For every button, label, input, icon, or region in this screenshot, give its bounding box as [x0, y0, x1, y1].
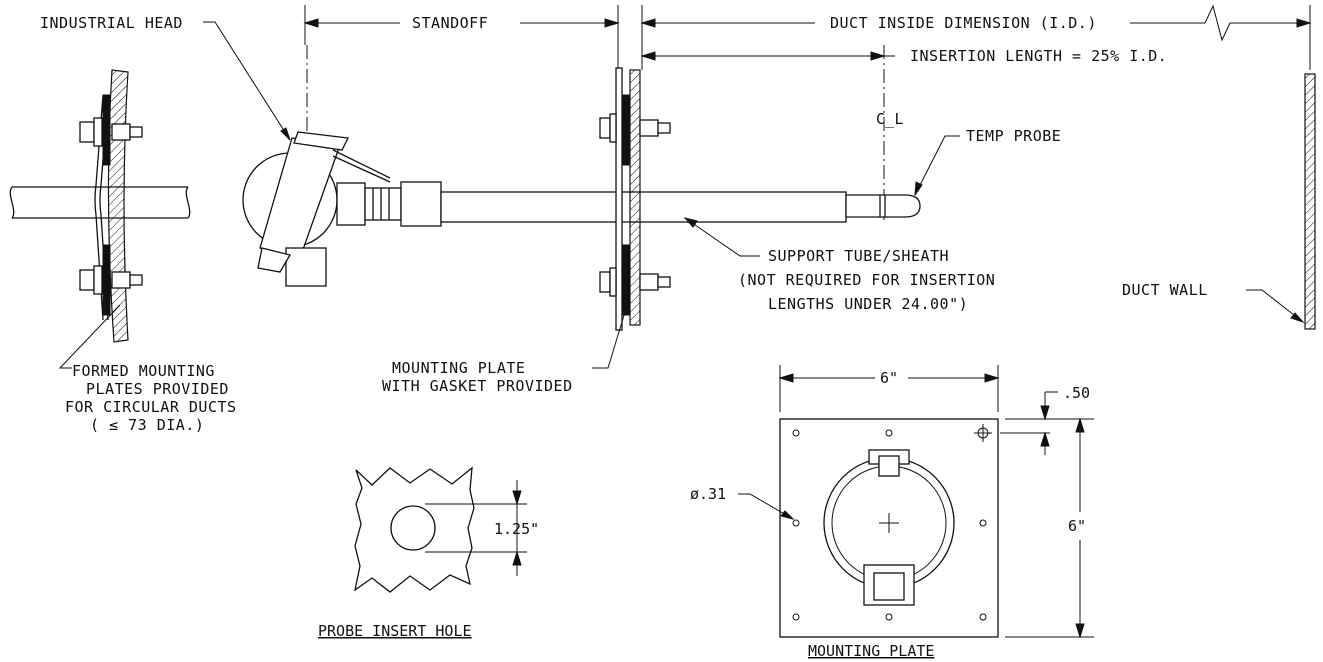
- svg-text:LENGTHS UNDER 24.00"): LENGTHS UNDER 24.00"): [768, 295, 968, 313]
- duct-id-dimension: DUCT INSIDE DIMENSION (I.D.): [640, 4, 1312, 70]
- far-duct-wall: [1304, 73, 1316, 330]
- offset-dimension: .50: [1000, 384, 1090, 455]
- svg-text:WITH GASKET PROVIDED: WITH GASKET PROVIDED: [382, 377, 573, 395]
- duct-wall-leader: [1246, 289, 1304, 323]
- plate-height-label: 6": [1068, 517, 1086, 535]
- mounting-plate-leader: [592, 311, 626, 369]
- svg-text:FORMED MOUNTING: FORMED MOUNTING: [72, 362, 215, 380]
- plate-width-label: 6": [880, 369, 898, 387]
- side-mounting-plate: [599, 67, 671, 331]
- svg-text:MOUNTING PLATE: MOUNTING PLATE: [392, 359, 525, 377]
- support-tube-label: SUPPORT TUBE/SHEATH (NOT REQUIRED FOR IN…: [738, 247, 995, 313]
- support-tube-leader: [684, 217, 760, 257]
- probe-insert-hole: 1.25": [354, 466, 539, 593]
- plate-width-dimension: 6": [778, 365, 1000, 412]
- centerline-mark: C̲L: [876, 110, 904, 128]
- svg-text:FOR CIRCULAR DUCTS: FOR CIRCULAR DUCTS: [65, 398, 237, 416]
- temp-probe-leader: [914, 135, 960, 196]
- standoff-label: STANDOFF: [412, 14, 488, 32]
- duct-wall-label: DUCT WALL: [1122, 281, 1208, 299]
- insertion-length-dimension: INSERTION LENGTH = 25% I.D.: [640, 47, 1167, 65]
- temp-probe-label: TEMP PROBE: [966, 127, 1061, 145]
- svg-text:( ≤ 73 DIA.): ( ≤ 73 DIA.): [90, 416, 204, 434]
- industrial-head-leader: [203, 21, 291, 141]
- hole-dia-leader: [738, 493, 794, 520]
- formed-plates-leader: [58, 304, 121, 369]
- probe-insert-hole-title: PROBE INSERT HOLE: [318, 622, 472, 640]
- plate-height-dimension: 6": [1005, 417, 1094, 639]
- mounting-plate-front: [779, 418, 999, 638]
- temp-probe: [845, 194, 921, 218]
- formed-plates-label: FORMED MOUNTING PLATES PROVIDED FOR CIRC…: [65, 362, 237, 434]
- mounting-plate-gasket-label: MOUNTING PLATE WITH GASKET PROVIDED: [382, 359, 573, 395]
- duct-id-label: DUCT INSIDE DIMENSION (I.D.): [830, 14, 1097, 32]
- formed-mounting-assembly: [9, 69, 191, 343]
- industrial-head: [242, 131, 442, 287]
- insertion-length-label: INSERTION LENGTH = 25% I.D.: [910, 47, 1167, 65]
- hole-diameter-label: 1.25": [494, 520, 539, 538]
- svg-text:(NOT REQUIRED FOR INSERTION: (NOT REQUIRED FOR INSERTION: [738, 271, 995, 289]
- support-tube: [440, 191, 847, 223]
- svg-text:SUPPORT TUBE/SHEATH: SUPPORT TUBE/SHEATH: [768, 247, 949, 265]
- hole-dia-label: ø.31: [690, 485, 726, 503]
- standoff-dimension: STANDOFF: [303, 5, 620, 70]
- svg-text:PLATES PROVIDED: PLATES PROVIDED: [86, 380, 229, 398]
- industrial-head-label: INDUSTRIAL HEAD: [40, 14, 183, 32]
- mounting-plate-title: MOUNTING PLATE: [808, 642, 934, 660]
- offset-label: .50: [1063, 384, 1090, 402]
